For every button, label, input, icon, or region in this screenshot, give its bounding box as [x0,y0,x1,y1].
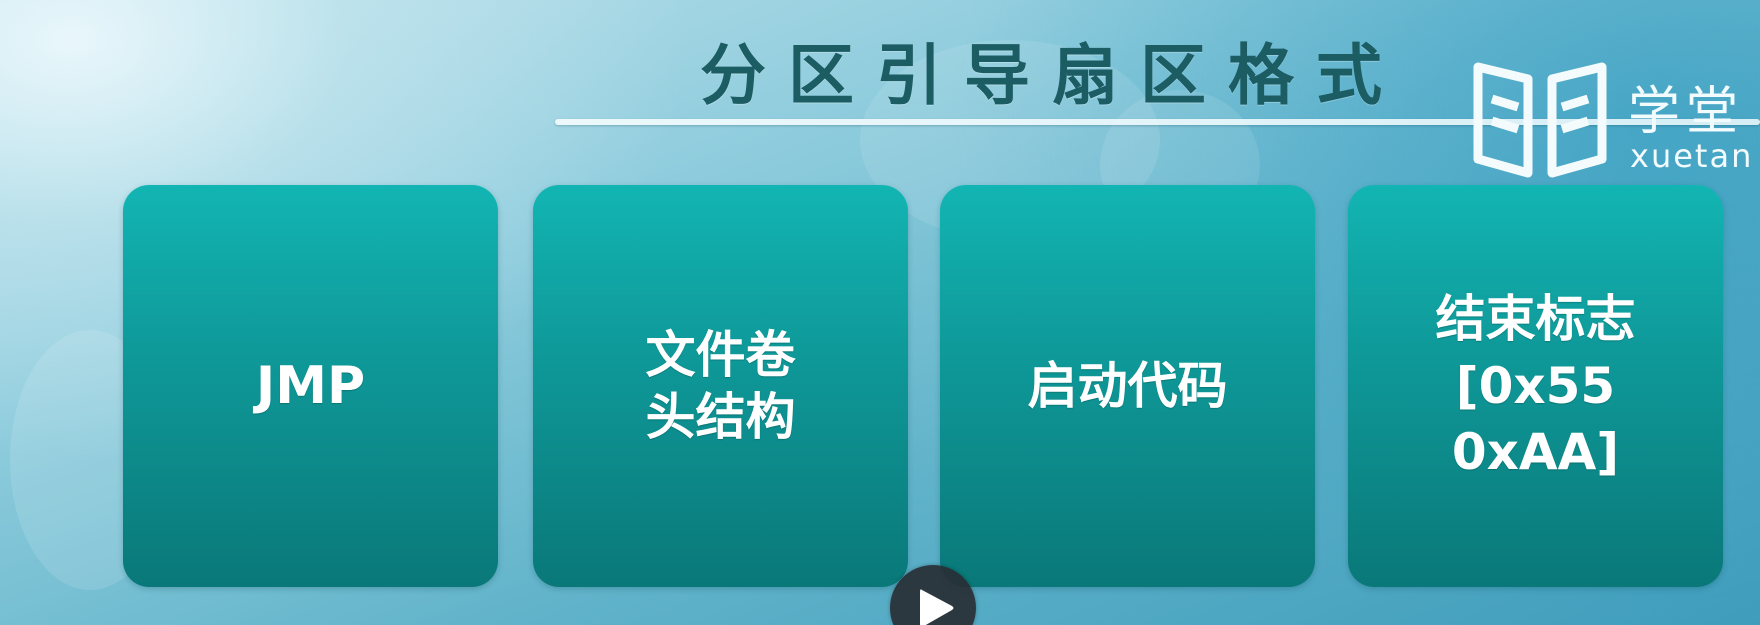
card-label: 文件卷 头结构 [645,325,796,447]
card-label: JMP [255,355,366,416]
logo: 学堂 xuetan [1470,55,1760,185]
open-book-logo-icon [1473,62,1607,178]
logo-name-en: xuetan [1630,137,1754,175]
play-icon [920,589,954,625]
slide-title: 分区引导扇区格式 [700,37,1404,114]
card-label: 启动代码 [1027,356,1228,415]
card-jmp: JMP [123,185,498,587]
card-end-signature: 结束标志 [0x55 0xAA] [1348,185,1723,587]
play-button[interactable] [890,565,976,625]
card-volume-header: 文件卷 头结构 [533,185,908,587]
title-underline [555,119,1760,125]
card-label: 结束标志 [0x55 0xAA] [1435,290,1636,482]
card-boot-code: 启动代码 [940,185,1315,587]
logo-name-cn: 学堂 [1628,82,1745,142]
